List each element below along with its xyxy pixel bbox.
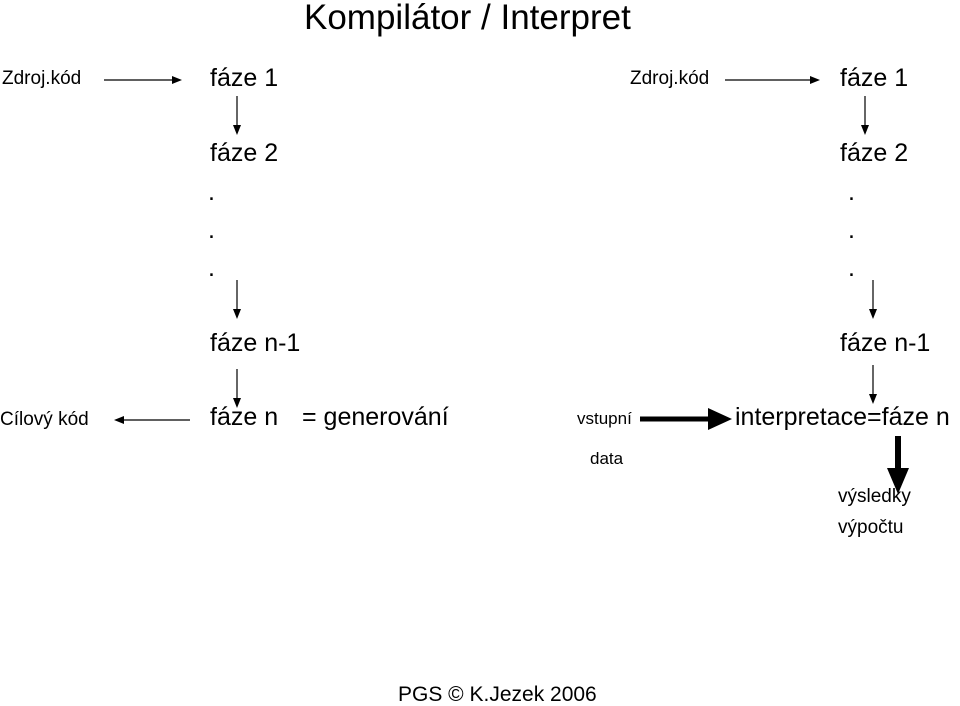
arrow-interpreter-source-to-phase1: [725, 76, 820, 84]
compiler-phase-2: fáze 2: [210, 139, 279, 167]
interpreter-source-label: Zdroj.kód: [630, 68, 710, 89]
compiler-phase-1: fáze 1: [210, 64, 279, 92]
compiler-generation-label: = generování: [302, 403, 449, 431]
interpreter-input-label-1: vstupní: [577, 409, 632, 428]
interpreter-phase-2: fáze 2: [840, 139, 909, 167]
compiler-phase-n1: fáze n-1: [210, 329, 301, 357]
interpreter-dot-3: .: [848, 254, 855, 282]
arrow-compiler-source-to-phase1: [104, 76, 182, 84]
compiler-dot-2: .: [208, 216, 215, 244]
interpreter-phase-n1: fáze n-1: [840, 329, 931, 357]
arrow-interpreter-phasen1-to-interpretation: [869, 365, 877, 404]
arrow-compiler-phasen-to-target: [114, 416, 190, 424]
arrow-compiler-phasen1-to-phasen: [233, 369, 241, 408]
interpreter-results-label-2: výpočtu: [838, 517, 904, 538]
compiler-dot-1: .: [208, 178, 215, 206]
compiler-target-label: Cílový kód: [0, 409, 89, 430]
footer-copyright: PGS © K.Jezek 2006: [398, 683, 597, 706]
arrow-interpretation-to-results: [887, 436, 909, 494]
compiler-phase-n: fáze n: [210, 403, 279, 431]
interpreter-results-label-1: výsledky: [838, 486, 911, 507]
page-title: Kompilátor / Interpret: [304, 0, 631, 37]
interpreter-input-label-2: data: [590, 449, 624, 468]
interpreter-phase-1: fáze 1: [840, 64, 909, 92]
interpreter-dot-1: .: [848, 178, 855, 206]
interpreter-interpretation-phase: interpretace=fáze n: [735, 403, 950, 431]
arrow-compiler-dots-to-phasen1: [233, 280, 241, 319]
arrow-interpreter-phase1-to-phase2: [861, 96, 869, 135]
compiler-dot-3: .: [208, 254, 215, 282]
compiler-source-label: Zdroj.kód: [2, 68, 82, 89]
interpreter-dot-2: .: [848, 216, 855, 244]
arrow-interpreter-dots-to-phasen1: [869, 280, 877, 319]
arrow-input-to-interpretation: [640, 408, 732, 430]
arrow-compiler-phase1-to-phase2: [233, 96, 241, 135]
